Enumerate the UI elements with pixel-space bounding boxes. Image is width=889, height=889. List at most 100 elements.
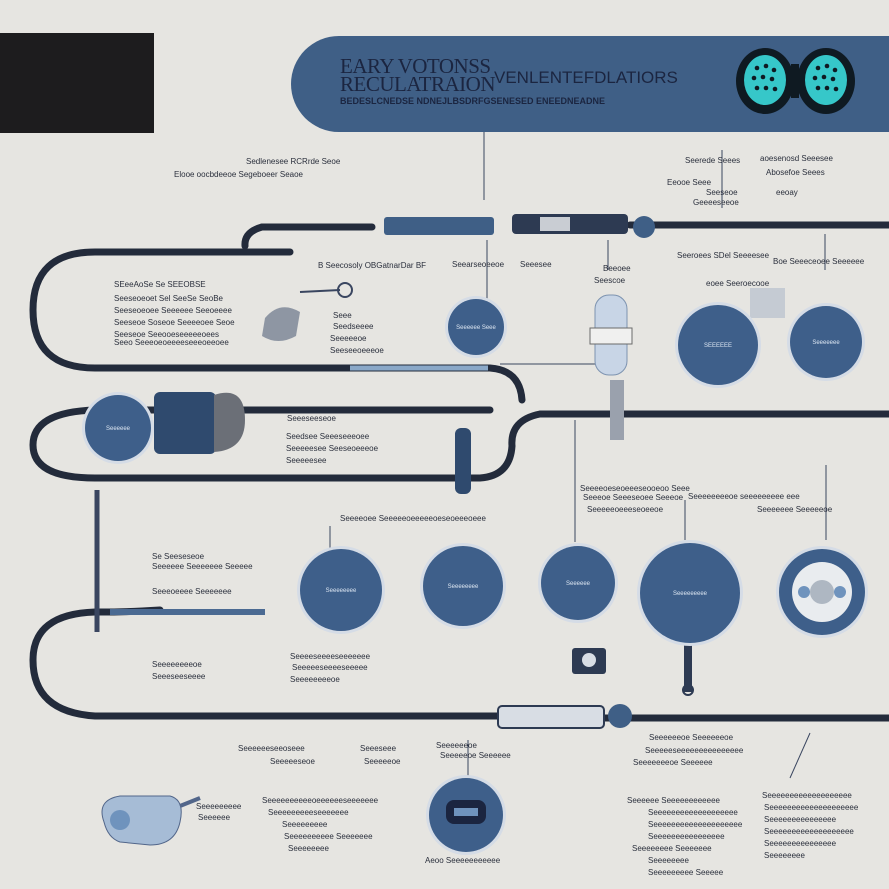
node-label-n8: Seeeeeeeee	[673, 591, 708, 597]
label-t27: Seeseeoeeeoe	[330, 346, 384, 355]
label-t32: Seeeeoeseoeeeseooeoo Seee	[580, 484, 690, 493]
label-t1: Sedlenesee RCRrde Seoe	[246, 157, 341, 166]
label-t68: Seeeeeeeee Seeeee	[648, 868, 724, 877]
label-t16: Boe Seeeceoee Seeeeee	[773, 257, 865, 266]
label-t6: Abosefoe Seees	[766, 168, 825, 177]
label-t55: Seeeeeeeeeeoeeeeeeseeeeeee	[262, 796, 379, 805]
device-icon	[154, 288, 785, 696]
label-t67: Seeeeeeee	[648, 856, 689, 865]
label-t57: Seeeeeeeee	[282, 820, 328, 829]
label-t49: Seeeeeoe	[364, 757, 401, 766]
label-t73: Seeeeeeeeeeeeeee	[764, 839, 837, 848]
label-t74: Seeeeeeee	[764, 851, 805, 860]
label-t25: Seedseeee	[333, 322, 374, 331]
node-label-n5: Seeeeeeee	[326, 588, 357, 594]
node-label-n6: Seeeeeeee	[448, 584, 479, 590]
label-t7: Seeseoe	[706, 188, 738, 197]
label-t48: Seeeseee	[360, 744, 397, 753]
node-n8: Seeeeeeeee	[637, 540, 743, 646]
label-t9: eeoay	[776, 188, 798, 197]
label-t53: Seeeeeseeeeeeeeeeeeeee	[645, 746, 744, 755]
node-label-n3: Seeeeeee	[812, 340, 840, 346]
label-t63: Seeeeeeeeeeeeeeeeeee	[648, 808, 738, 817]
label-t41: Seeeeeeeeoe	[152, 660, 202, 669]
page-title-line1: EARY VOTONSS	[340, 54, 491, 78]
label-t52: Seeeeeeoe Seeeeeeoe	[649, 733, 734, 742]
patient-mask-icon	[446, 800, 486, 824]
label-t28: Seeeseeseoe	[287, 414, 336, 423]
label-t20: Seeseoeoee Seeeeee Seeoeeee	[114, 306, 232, 315]
label-t10: B Seecosoly OBGatnarDar BF	[318, 261, 427, 270]
node-n7: Seeeeee	[538, 543, 618, 623]
node-n3: Seeeeeee	[787, 303, 865, 381]
label-t62: Seeeeee Seeeeeeeeeeee	[627, 796, 720, 805]
label-t66: Seeeeeeee Seeeeeee	[632, 844, 712, 853]
label-t35: Seeeeeeeeoe seeeeeeeee eee	[688, 492, 800, 501]
label-t37: Seeeeoee Seeeeeoeeeeeoeseoeeeoeee	[340, 514, 486, 523]
top-tube	[384, 217, 494, 235]
label-t18: SEeeAoSe Se SEEOBSE	[114, 280, 206, 289]
label-t13: Beeoee	[603, 264, 631, 273]
canister-icon	[101, 795, 201, 846]
label-t61: Seeeeee	[198, 813, 231, 822]
label-t8: Geeeeseeoe	[693, 198, 739, 207]
label-t43: Seeeeseeeeseeeeeee	[290, 652, 371, 661]
black-block	[0, 33, 154, 133]
label-t38: Se Seeseseoe	[152, 552, 205, 561]
node-label-n1: Seeeeee Seee	[456, 325, 496, 331]
label-t12: Seeesee	[520, 260, 552, 269]
label-t19: Seeseoeoet Sel SeeSe SeoBe	[114, 294, 223, 303]
label-t69: Seeeeeeeeeeeeeeeeeee	[762, 791, 852, 800]
label-t70: Seeeeeeeeeeeeeeeeeeee	[764, 803, 859, 812]
label-t72: Seeeeeeeeeeeeeeeeeee	[764, 827, 854, 836]
label-t59: Seeeeeeee	[288, 844, 329, 853]
bottom-tube	[497, 705, 605, 729]
label-t29: Seedsee Seeeseeeoee	[286, 432, 370, 441]
label-t75: Aeoo Seeeeeeeeeee	[425, 856, 501, 865]
label-t58: Seeeeeeeeee Seeeeeee	[284, 832, 373, 841]
node-n5: Seeeeeeee	[297, 546, 385, 634]
node-label-n7: Seeeeee	[566, 581, 591, 587]
label-t71: Seeeeeeeeeeeeeee	[764, 815, 837, 824]
label-t2: Elooe oocbdeeoe Segeboeer Seaoe	[174, 170, 303, 179]
label-t64: Seeeeeeeeeeeeeeeeeeee	[648, 820, 743, 829]
node-label-n4: Seeeeee	[106, 426, 131, 432]
node-n6: Seeeeeeee	[420, 543, 506, 629]
label-t44: Seeeeeseeeeseeeee	[292, 663, 368, 672]
node-n2: SEEEEEE	[675, 302, 761, 388]
label-t11: Seearseoeeoe	[452, 260, 505, 269]
label-t22: Seeseoe Seeooeseeeeeoees	[114, 330, 219, 339]
node-n1: Seeeeee Seee	[445, 296, 507, 358]
valve-icon	[589, 294, 633, 440]
label-t21: Seeseoe Soseoe Seeeeoee Seoe	[114, 318, 235, 327]
label-t50: Seeeeeeoe	[436, 741, 477, 750]
label-t56: Seeeeeeeeeseeeeeee	[268, 808, 349, 817]
page-title-right: VENLENTEFDLATIORS	[494, 68, 678, 87]
label-t36: Seeeeeee Seeeeeoe	[757, 505, 833, 514]
label-t46: Seeeeeeseeoseee	[238, 744, 305, 753]
node-label-n2: SEEEEEE	[704, 343, 732, 349]
page-subtitle: BEDESLCNEDSE NDNEJLBSDRFGSENESED ENEEDNE…	[340, 96, 606, 106]
gauge-icon	[262, 282, 353, 341]
connector-lines	[329, 132, 827, 779]
label-t23: Seeo Seeeoeoeeeeseeeoeeoee	[114, 338, 229, 347]
label-t17: eoee Seeroecooe	[706, 279, 770, 288]
label-t4: aoesenosd Seeesee	[760, 154, 833, 163]
label-t3: Seerede Seees	[685, 156, 741, 165]
label-t51: Seeeeeoe Seeeeee	[440, 751, 511, 760]
label-t30: Seeeeesee Seeseoeeeoe	[286, 444, 379, 453]
label-t65: Seeeeeeeeeeeeeeee	[648, 832, 725, 841]
label-t45: Seeeeeeeeoe	[290, 675, 340, 684]
node-n4: Seeeeee	[82, 392, 154, 464]
label-t24: Seee	[333, 311, 352, 320]
label-t33: Seeeoe Seeeseoee Seeeoe	[583, 493, 684, 502]
mask-icon	[792, 562, 852, 622]
label-t15: Seeroees SDel Seeeesee	[677, 251, 770, 260]
label-t40: Seeeoeeee Seeeeeee	[152, 587, 232, 596]
label-t54: Seeeeeeeoe Seeeeee	[633, 758, 713, 767]
label-t31: Seeeeesee	[286, 456, 327, 465]
lung-icon	[736, 48, 855, 114]
label-t39: Seeeeee Seeeeeee Seeeee	[152, 562, 253, 571]
